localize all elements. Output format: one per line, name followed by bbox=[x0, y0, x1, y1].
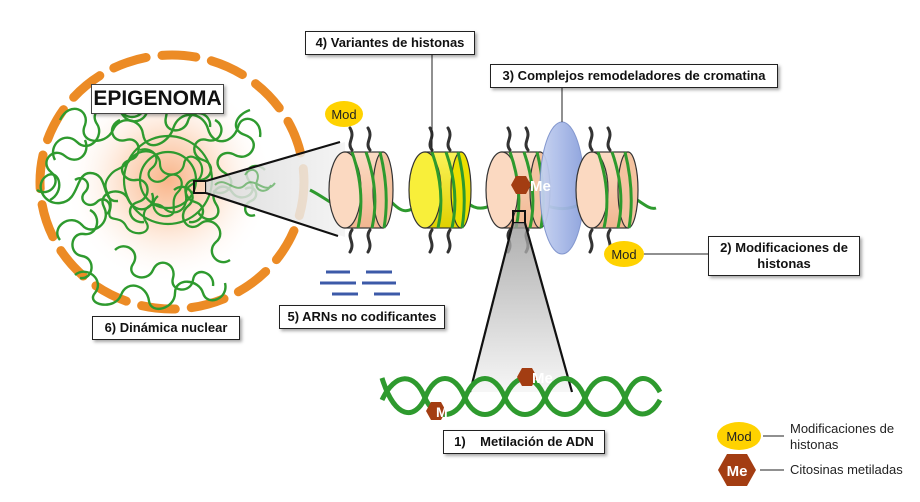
label-nuclear-dynamics: 6) Dinámica nuclear bbox=[92, 316, 240, 340]
zoom-line-bottom bbox=[205, 191, 339, 238]
label-histone-modifications: 2) Modificaciones de histonas bbox=[708, 236, 860, 276]
histone-tails bbox=[348, 126, 612, 254]
me-label-nucleosome: Me bbox=[530, 178, 551, 195]
label-histone-modifications-line1: 2) Modificaciones de bbox=[720, 240, 848, 255]
legend-mod-text: Modificaciones de histonas bbox=[790, 421, 894, 453]
nucleosome-4 bbox=[575, 151, 639, 229]
label-histone-variants: 4) Variantes de histonas bbox=[305, 31, 475, 55]
legend-mod-marker: Mod bbox=[717, 422, 761, 450]
label-noncoding-rnas: 5) ARNs no codificantes bbox=[279, 305, 445, 329]
legend-me-text: Citosinas metiladas bbox=[790, 462, 903, 477]
dna-cone-line-right bbox=[523, 222, 574, 393]
mod-label-top: Mod bbox=[331, 107, 356, 122]
mod-marker-top: Mod bbox=[325, 101, 363, 127]
cone-chromatin bbox=[214, 168, 276, 192]
legend-me-label: Me bbox=[727, 463, 748, 480]
zoom-cone-nucleus bbox=[206, 142, 345, 237]
legend-mod-text-line1: Modificaciones de bbox=[790, 421, 895, 436]
me-label-dna-left: M bbox=[436, 404, 448, 420]
legend-mod-text-line2: histonas bbox=[790, 437, 839, 452]
me-marker-dna-left: M bbox=[426, 402, 448, 420]
ncrna-strands bbox=[320, 270, 400, 296]
legend-me-marker: Me bbox=[718, 454, 756, 486]
me-marker-nucleosome: Me bbox=[511, 176, 551, 195]
nucleosome-variant bbox=[408, 151, 472, 229]
callout-lines bbox=[431, 53, 708, 255]
legend-mod-label: Mod bbox=[726, 429, 751, 444]
label-remodeling-complexes: 3) Complejos remodeladores de cromatina bbox=[490, 64, 778, 88]
me-label-dna-top: Me bbox=[532, 370, 553, 387]
epigenome-title: EPIGENOMA bbox=[91, 84, 224, 114]
mod-label-right: Mod bbox=[611, 247, 636, 262]
me-marker-dna-top: Me bbox=[517, 368, 553, 387]
label-histone-modifications-line2: histonas bbox=[757, 256, 811, 271]
mod-marker-right: Mod bbox=[604, 241, 644, 267]
zoom-cone-dna bbox=[470, 223, 572, 392]
chromatin-core bbox=[104, 134, 214, 235]
nucleosome-1 bbox=[328, 151, 394, 229]
label-dna-methylation: 1) Metilación de ADN bbox=[443, 430, 605, 454]
dna-cone-line-left bbox=[468, 222, 515, 393]
zoom-line-top bbox=[205, 140, 341, 183]
